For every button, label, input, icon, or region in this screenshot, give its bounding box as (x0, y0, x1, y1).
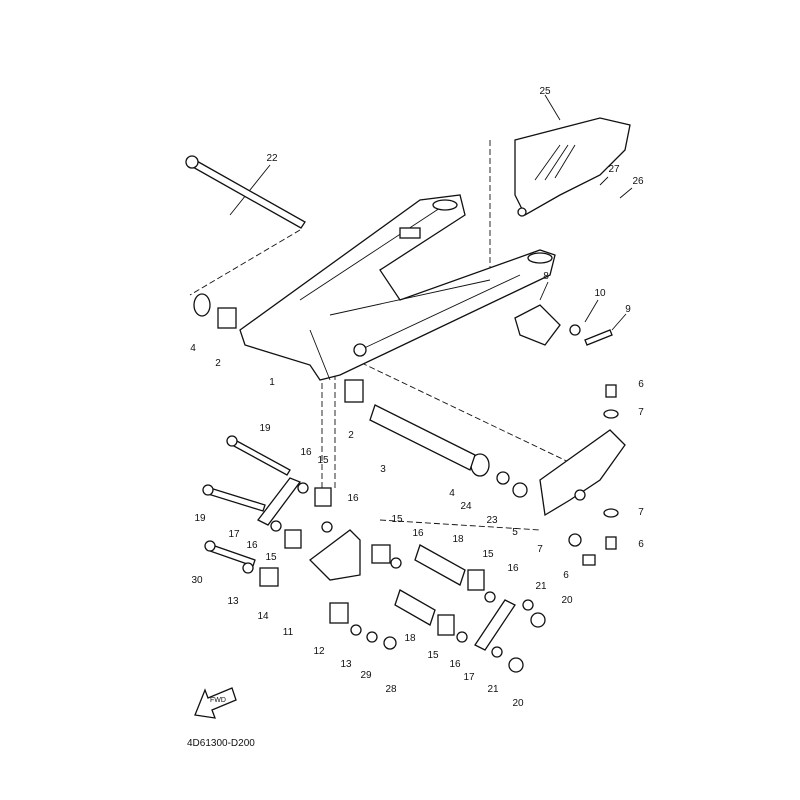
callout: 6 (563, 570, 569, 581)
callout: 17 (228, 529, 240, 540)
callout: 20 (512, 698, 524, 709)
callout: 18 (452, 534, 464, 545)
fwd-label: FWD (210, 697, 226, 704)
callout-labels: 25 22 27 26 8 10 9 4 2 1 6 7 2 19 16 15 … (190, 86, 644, 709)
chain-guard-part (514, 117, 631, 217)
callout: 4 (190, 343, 196, 354)
callout: 16 (347, 493, 359, 504)
callout: 6 (638, 539, 644, 550)
callout: 7 (537, 544, 543, 555)
relay-arm-part (309, 529, 361, 581)
diagram-code: 4D61300-D200 (187, 738, 255, 749)
callout: 11 (283, 627, 294, 638)
callout: 10 (594, 288, 606, 299)
link-plate-lower (474, 599, 516, 651)
callout: 16 (449, 659, 461, 670)
callout: 30 (191, 575, 203, 586)
callout: 7 (638, 407, 644, 418)
callout: 16 (412, 528, 424, 539)
bushings-top (193, 293, 490, 477)
callout: 20 (561, 595, 573, 606)
callout: 13 (227, 596, 239, 607)
callout: 25 (539, 86, 551, 97)
callout: 14 (257, 611, 269, 622)
callout: 15 (265, 552, 277, 563)
callout: 2 (348, 430, 354, 441)
swingarm-part (239, 194, 556, 381)
callout: 27 (608, 164, 620, 175)
callout: 15 (427, 650, 439, 661)
callout: 24 (460, 501, 472, 512)
callout: 16 (246, 540, 258, 551)
callout: 22 (266, 153, 278, 164)
callout: 15 (317, 455, 329, 466)
callout: 7 (638, 507, 644, 518)
callout: 15 (482, 549, 494, 560)
chain-adjuster-part (539, 429, 626, 517)
bracket-part (514, 304, 613, 346)
callout: 18 (404, 633, 416, 644)
callout: 8 (543, 271, 549, 282)
callout: 28 (385, 684, 397, 695)
callout: 26 (632, 176, 644, 187)
callout: 1 (269, 377, 275, 388)
spacers (242, 482, 496, 650)
callout: 13 (340, 659, 352, 670)
callout: 4 (449, 488, 455, 499)
callout: 19 (194, 513, 206, 524)
callout: 6 (638, 379, 644, 390)
callout: 9 (625, 304, 631, 315)
callout: 3 (380, 464, 386, 475)
collar-part (369, 404, 476, 471)
leader-lines (189, 94, 633, 531)
callout: 29 (360, 670, 372, 681)
callout: 23 (486, 515, 498, 526)
fwd-arrow-icon: FWD (194, 687, 237, 719)
callout: 16 (300, 447, 312, 458)
callout: 21 (487, 684, 499, 695)
callout: 5 (512, 527, 518, 538)
callout: 21 (535, 581, 547, 592)
link-plate-upper (257, 477, 302, 526)
callout: 2 (215, 358, 221, 369)
pivot-shaft-part (185, 155, 306, 229)
callout: 12 (313, 646, 325, 657)
callout: 16 (507, 563, 519, 574)
callout: 17 (463, 672, 475, 683)
callout: 15 (391, 514, 403, 525)
fasteners (491, 384, 619, 673)
callout: 19 (259, 423, 271, 434)
